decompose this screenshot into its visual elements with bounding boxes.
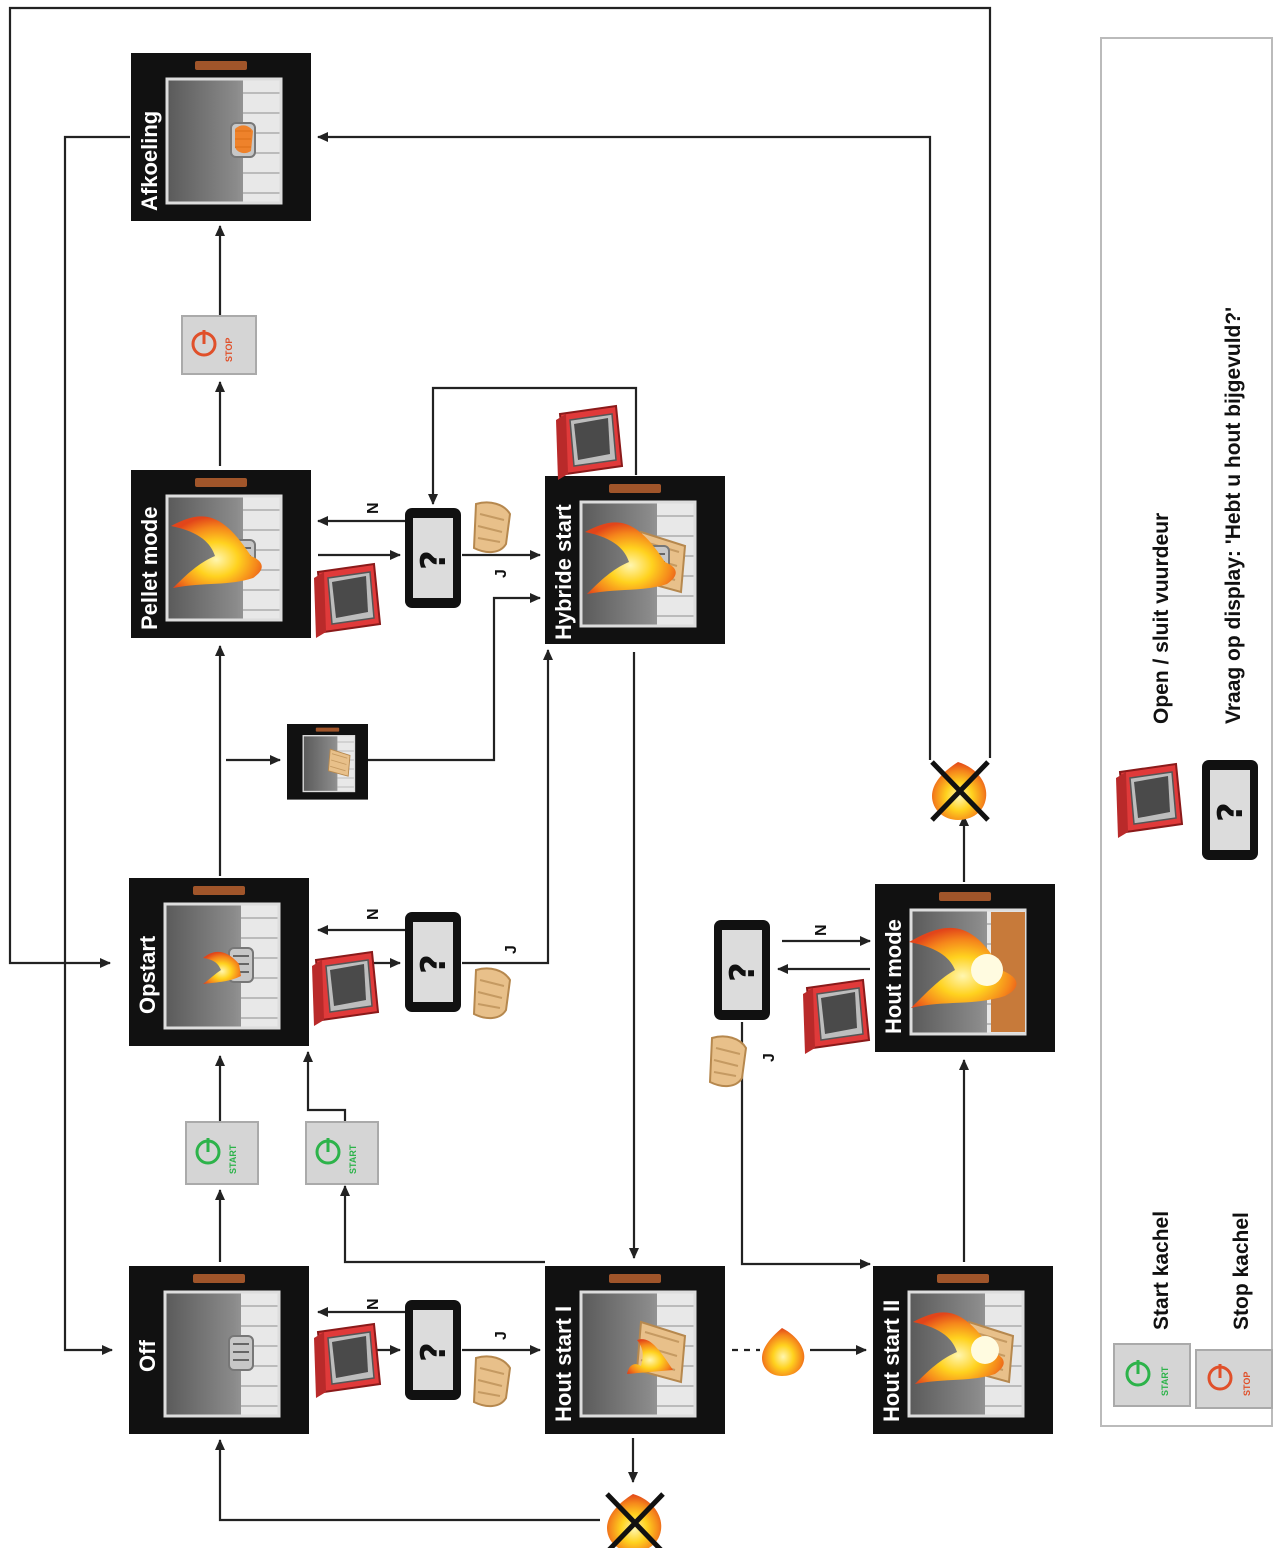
stop-label: STOP bbox=[1242, 1372, 1252, 1396]
state-hout-start-2: Hout start II bbox=[873, 1266, 1053, 1434]
noflame-to-off bbox=[220, 1440, 600, 1520]
state-pellet-mode: Pellet mode bbox=[131, 470, 311, 638]
legend-stop-icon: STOP bbox=[1196, 1350, 1272, 1408]
legend-question-text: Vraag op display: 'Hebt u hout bijgevuld… bbox=[1222, 307, 1245, 724]
flame-icon bbox=[762, 1328, 804, 1376]
door-icon bbox=[803, 980, 869, 1054]
state-hybride-start: Hybride start bbox=[545, 476, 725, 644]
start-button-off: START bbox=[186, 1122, 258, 1184]
question-mark: ? bbox=[414, 954, 454, 974]
wood-log-icon bbox=[474, 502, 510, 552]
yes-label: J bbox=[503, 945, 520, 954]
question-mark: ? bbox=[414, 1342, 454, 1362]
legend-question-icon: ? bbox=[1202, 760, 1258, 860]
legend-start-text: Start kachel bbox=[1150, 1211, 1173, 1330]
state-label-pellet-mode: Pellet mode bbox=[137, 507, 162, 630]
wood-log-icon bbox=[474, 968, 510, 1018]
legend-door-text: Open / sluit vuurdeur bbox=[1150, 513, 1173, 724]
question-display-pellet: ? bbox=[405, 508, 461, 608]
door-icon bbox=[312, 952, 378, 1026]
door-icon bbox=[314, 1324, 380, 1398]
state-label-hout-mode: Hout mode bbox=[881, 919, 906, 1034]
wood-log-icon bbox=[710, 1036, 746, 1086]
question-display-hout-mode: ? bbox=[714, 920, 770, 1020]
no-flame-icon bbox=[932, 762, 988, 820]
question-mark: ? bbox=[414, 550, 454, 570]
yes-label: J bbox=[493, 1331, 510, 1340]
afkoeling-to-off bbox=[65, 137, 130, 1350]
wood-log-icon bbox=[474, 1356, 510, 1406]
start-label: START bbox=[228, 1144, 238, 1174]
wood-loaded-stove bbox=[287, 724, 368, 800]
no-label: N bbox=[365, 908, 382, 920]
yes-label: J bbox=[493, 569, 510, 578]
state-hout-mode: Hout mode bbox=[875, 884, 1055, 1052]
state-label-hout-start-1: Hout start I bbox=[551, 1306, 576, 1422]
door-icon bbox=[314, 564, 380, 638]
stop-button-pellet: STOP bbox=[182, 316, 256, 374]
no-label: N bbox=[365, 1298, 382, 1310]
question-display-off: ? bbox=[405, 1300, 461, 1400]
state-hout-start-1: Hout start I bbox=[545, 1266, 725, 1434]
state-label-hybride-start: Hybride start bbox=[551, 504, 576, 640]
state-afkoeling: Afkoeling bbox=[131, 53, 311, 221]
question-mark: ? bbox=[1211, 802, 1251, 822]
state-label-off: Off bbox=[135, 1340, 160, 1372]
start-label: START bbox=[348, 1144, 358, 1174]
legend: START STOP ? Start kachel Stop kachel Op… bbox=[1101, 38, 1272, 1426]
yes-label: J bbox=[761, 1053, 778, 1062]
no-label: N bbox=[365, 502, 382, 514]
no-flame-icon bbox=[607, 1494, 663, 1548]
start-button-hout: START bbox=[306, 1122, 378, 1184]
door-icon bbox=[556, 406, 622, 480]
state-opstart: Opstart bbox=[129, 878, 309, 1046]
stop-label: STOP bbox=[224, 338, 234, 362]
question-mark: ? bbox=[723, 962, 763, 982]
legend-start-icon: START bbox=[1114, 1344, 1190, 1406]
state-off: Off bbox=[129, 1266, 309, 1434]
legend-stop-text: Stop kachel bbox=[1230, 1212, 1253, 1330]
state-label-afkoeling: Afkoeling bbox=[137, 111, 162, 211]
start-label: START bbox=[1160, 1366, 1170, 1396]
question-display-opstart: ? bbox=[405, 912, 461, 1012]
state-label-hout-start-2: Hout start II bbox=[879, 1300, 904, 1422]
state-label-opstart: Opstart bbox=[135, 935, 160, 1014]
no-label: N bbox=[813, 924, 830, 936]
